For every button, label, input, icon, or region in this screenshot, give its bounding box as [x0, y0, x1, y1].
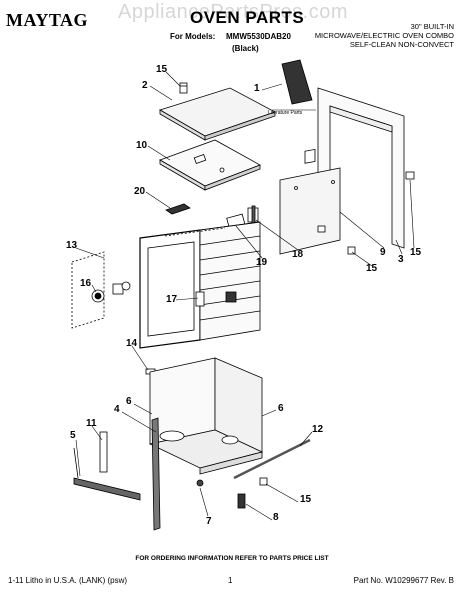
part-4-rail [151, 417, 161, 531]
callout-4: 4 [114, 404, 120, 415]
part-6-bottom-shroud [148, 357, 264, 475]
callout-5: 5 [70, 430, 76, 441]
part-number: Part No. W10299677 Rev. B [353, 576, 454, 585]
callout-11: 11 [86, 418, 97, 429]
callout-15: 15 [366, 263, 378, 274]
page-number: 1 [228, 576, 233, 585]
callout-10: 10 [136, 140, 148, 151]
part-7-foot [196, 479, 204, 487]
callout-9: 9 [380, 247, 386, 258]
part-9-front-panel [279, 148, 341, 255]
callout-13: 13 [66, 240, 78, 251]
litho-info: 1-11 Litho in U.S.A. (LANK) (psw) [8, 576, 128, 585]
callout-19: 19 [256, 257, 268, 268]
color-label: (Black) [232, 44, 259, 53]
callout-15: 15 [300, 494, 312, 505]
part-8-bracket [237, 493, 246, 509]
part-12-rod [233, 438, 311, 480]
part-15-screw-top [179, 82, 188, 94]
part-15-screw-right [405, 171, 415, 180]
description-line-2: MICROWAVE/ELECTRIC OVEN COMBO [314, 31, 454, 40]
leader-lines [75, 71, 415, 521]
part-11-strip [99, 431, 108, 473]
part-20-bracket [165, 203, 191, 215]
watermark: AppliancePartsPros.com [118, 1, 348, 23]
callout-15: 15 [410, 247, 422, 258]
callout-1: 1 [254, 83, 260, 94]
description-line-3: SELF-CLEAN NON-CONVECT [349, 40, 454, 49]
callout-3: 3 [398, 254, 404, 265]
part-15-screw-bottom [259, 477, 268, 486]
callout-16: 16 [80, 278, 92, 289]
ordering-info: FOR ORDERING INFORMATION REFER TO PARTS … [135, 555, 329, 562]
oven-cavity [139, 221, 261, 349]
page-title: OVEN PARTS [190, 8, 305, 27]
callout-8: 8 [273, 512, 279, 523]
callout-7: 7 [206, 516, 212, 527]
callout-2: 2 [142, 80, 148, 91]
part-1-literature [272, 59, 316, 111]
callout-6: 6 [126, 396, 132, 407]
part-5-rail [73, 447, 141, 501]
callout-14: 14 [126, 338, 138, 349]
callout-20: 20 [134, 186, 146, 197]
literature-parts-label: Literature Parts [268, 110, 303, 116]
callout-6: 6 [278, 403, 284, 414]
models-value: MMW5530DAB20 [226, 32, 291, 41]
callout-17: 17 [166, 294, 178, 305]
part-2-top-panel [159, 87, 276, 141]
callout-12: 12 [312, 424, 324, 435]
description-line-1: 30" BUILT-IN [410, 22, 454, 31]
part-15-screw-mid [347, 246, 356, 255]
models-label: For Models: [170, 32, 216, 41]
callout-18: 18 [292, 249, 304, 260]
callout-15: 15 [156, 64, 168, 75]
part-18-bracket [247, 205, 259, 225]
part-10-insulation [159, 139, 261, 191]
part-13-knob-assembly [71, 251, 131, 329]
brand-logo: MAYTAG [6, 10, 89, 30]
